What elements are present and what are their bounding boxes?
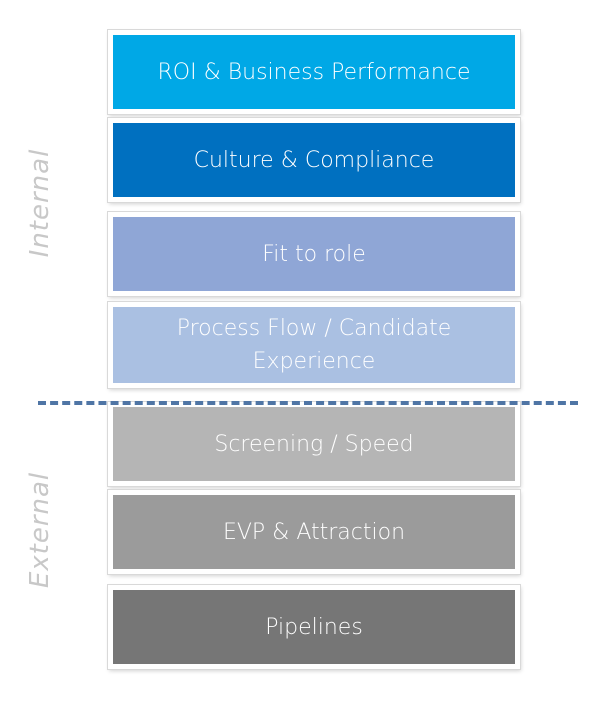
layer-screening: Screening / Speed bbox=[108, 402, 520, 486]
internal-section-label: Internal bbox=[25, 148, 55, 258]
layer-roi: ROI & Business Performance bbox=[108, 30, 520, 114]
external-section-label: External bbox=[25, 471, 55, 589]
layer-evp-label: EVP & Attraction bbox=[222, 519, 406, 545]
layer-process-flow: Process Flow / Candidate Experience bbox=[108, 302, 520, 388]
layer-pipelines: Pipelines bbox=[108, 585, 520, 669]
layer-screening-label: Screening / Speed bbox=[214, 431, 414, 457]
layer-process-label: Process Flow / Candidate Experience bbox=[176, 316, 452, 374]
layer-culture-label: Culture & Compliance bbox=[193, 147, 435, 173]
layer-pipelines-label: Pipelines bbox=[265, 614, 363, 640]
layer-evp: EVP & Attraction bbox=[108, 490, 520, 574]
layer-fit-label: Fit to role bbox=[262, 241, 366, 267]
section-divider bbox=[38, 401, 578, 405]
layer-culture: Culture & Compliance bbox=[108, 118, 520, 202]
layer-roi-label: ROI & Business Performance bbox=[157, 59, 471, 85]
layer-fit-to-role: Fit to role bbox=[108, 212, 520, 296]
